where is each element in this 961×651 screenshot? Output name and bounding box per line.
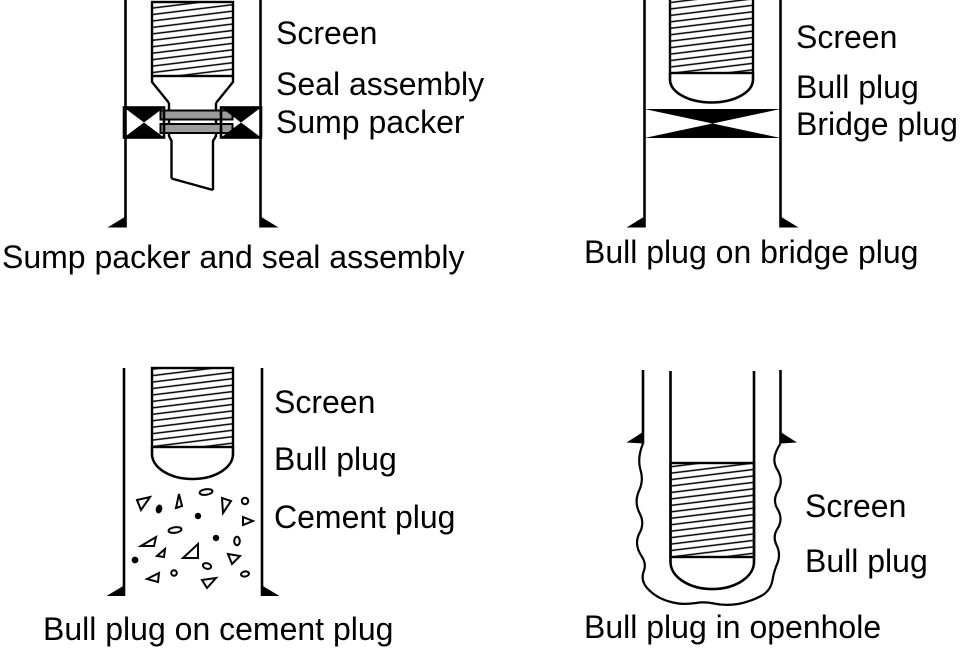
bridge-plug-symbol [644, 109, 781, 138]
label-screen-p4: Screen [805, 488, 907, 524]
bridge-plug-triangle [644, 109, 781, 124]
packer-triangle [124, 107, 164, 123]
label-bridge-plug: Bridge plug [796, 106, 958, 142]
screen-taper [150, 76, 235, 104]
screen-hatch [669, 461, 756, 559]
cement-particle [194, 512, 202, 520]
cement-particle [174, 493, 184, 510]
packer-triangle [124, 122, 164, 138]
cement-particle [180, 541, 199, 559]
caption-sump-packer-seal-assembly: Sump packer and seal assembly [2, 239, 465, 275]
label-bull-plug-p2: Bull plug [796, 69, 919, 105]
cement-plug-particles [131, 488, 256, 590]
label-seal-assembly: Seal assembly [276, 66, 485, 102]
casing-shoe-left [626, 216, 645, 228]
screen-hatch [668, 0, 755, 75]
cement-particle [131, 556, 139, 564]
label-screen-p1: Screen [276, 15, 378, 51]
casing-shoe-left [106, 585, 124, 596]
diagram-bull-plug-in-openhole [626, 370, 797, 606]
cement-particle [135, 495, 153, 513]
cement-particle [240, 496, 250, 506]
screen-hatch [150, 366, 235, 449]
diagram-bull-plug-on-bridge-plug [626, 0, 799, 228]
bull-plug [150, 447, 235, 481]
openhole-wall [635, 442, 782, 606]
casing-shoe-left [107, 216, 126, 228]
cement-particle [220, 496, 233, 517]
packer-triangle [221, 107, 261, 123]
label-sump-packer: Sump packer [276, 104, 465, 140]
cement-particle [137, 534, 158, 547]
cement-particle [212, 534, 220, 542]
label-screen-p2: Screen [796, 19, 898, 55]
cement-particle [200, 576, 219, 590]
cement-particle [154, 546, 167, 559]
label-bull-plug-p4: Bull plug [805, 543, 928, 579]
seal-bar-bottom [159, 123, 234, 134]
caption-bull-plug-in-openhole: Bull plug in openhole [584, 609, 882, 645]
sump-packer-symbol-left [122, 106, 166, 139]
cement-particle [198, 488, 214, 496]
cement-particle [201, 562, 213, 570]
bridge-plug-triangle [644, 123, 781, 138]
cement-particle [170, 569, 178, 577]
cement-particle [240, 570, 250, 578]
bull-plug [668, 73, 755, 104]
casing-shoe-right [780, 216, 799, 228]
cement-particle [167, 526, 183, 534]
cement-particle [233, 535, 241, 547]
screen-hatch [150, 0, 235, 78]
casing-shoe-right [262, 585, 280, 596]
cement-particle [155, 504, 163, 514]
caption-bull-plug-on-cement-plug: Bull plug on cement plug [43, 611, 394, 647]
label-cement-plug: Cement plug [274, 499, 456, 535]
caption-bull-plug-on-bridge-plug: Bull plug on bridge plug [584, 234, 919, 270]
bull-plug [669, 561, 756, 591]
cement-particle [226, 552, 243, 566]
casing-shoe-left [626, 432, 643, 444]
packer-triangle [221, 122, 261, 138]
casing-shoe-right [260, 216, 279, 228]
sump-packer-symbol-right [219, 106, 263, 139]
label-bull-plug-p3: Bull plug [274, 441, 397, 477]
cement-particle [242, 515, 256, 527]
casing-shoe-right [780, 432, 797, 444]
cement-particle [144, 571, 161, 584]
diagram-bull-plug-on-cement-plug [106, 366, 280, 596]
diagram-sump-packer-seal-assembly [107, 0, 279, 228]
label-screen-p3: Screen [274, 384, 376, 420]
